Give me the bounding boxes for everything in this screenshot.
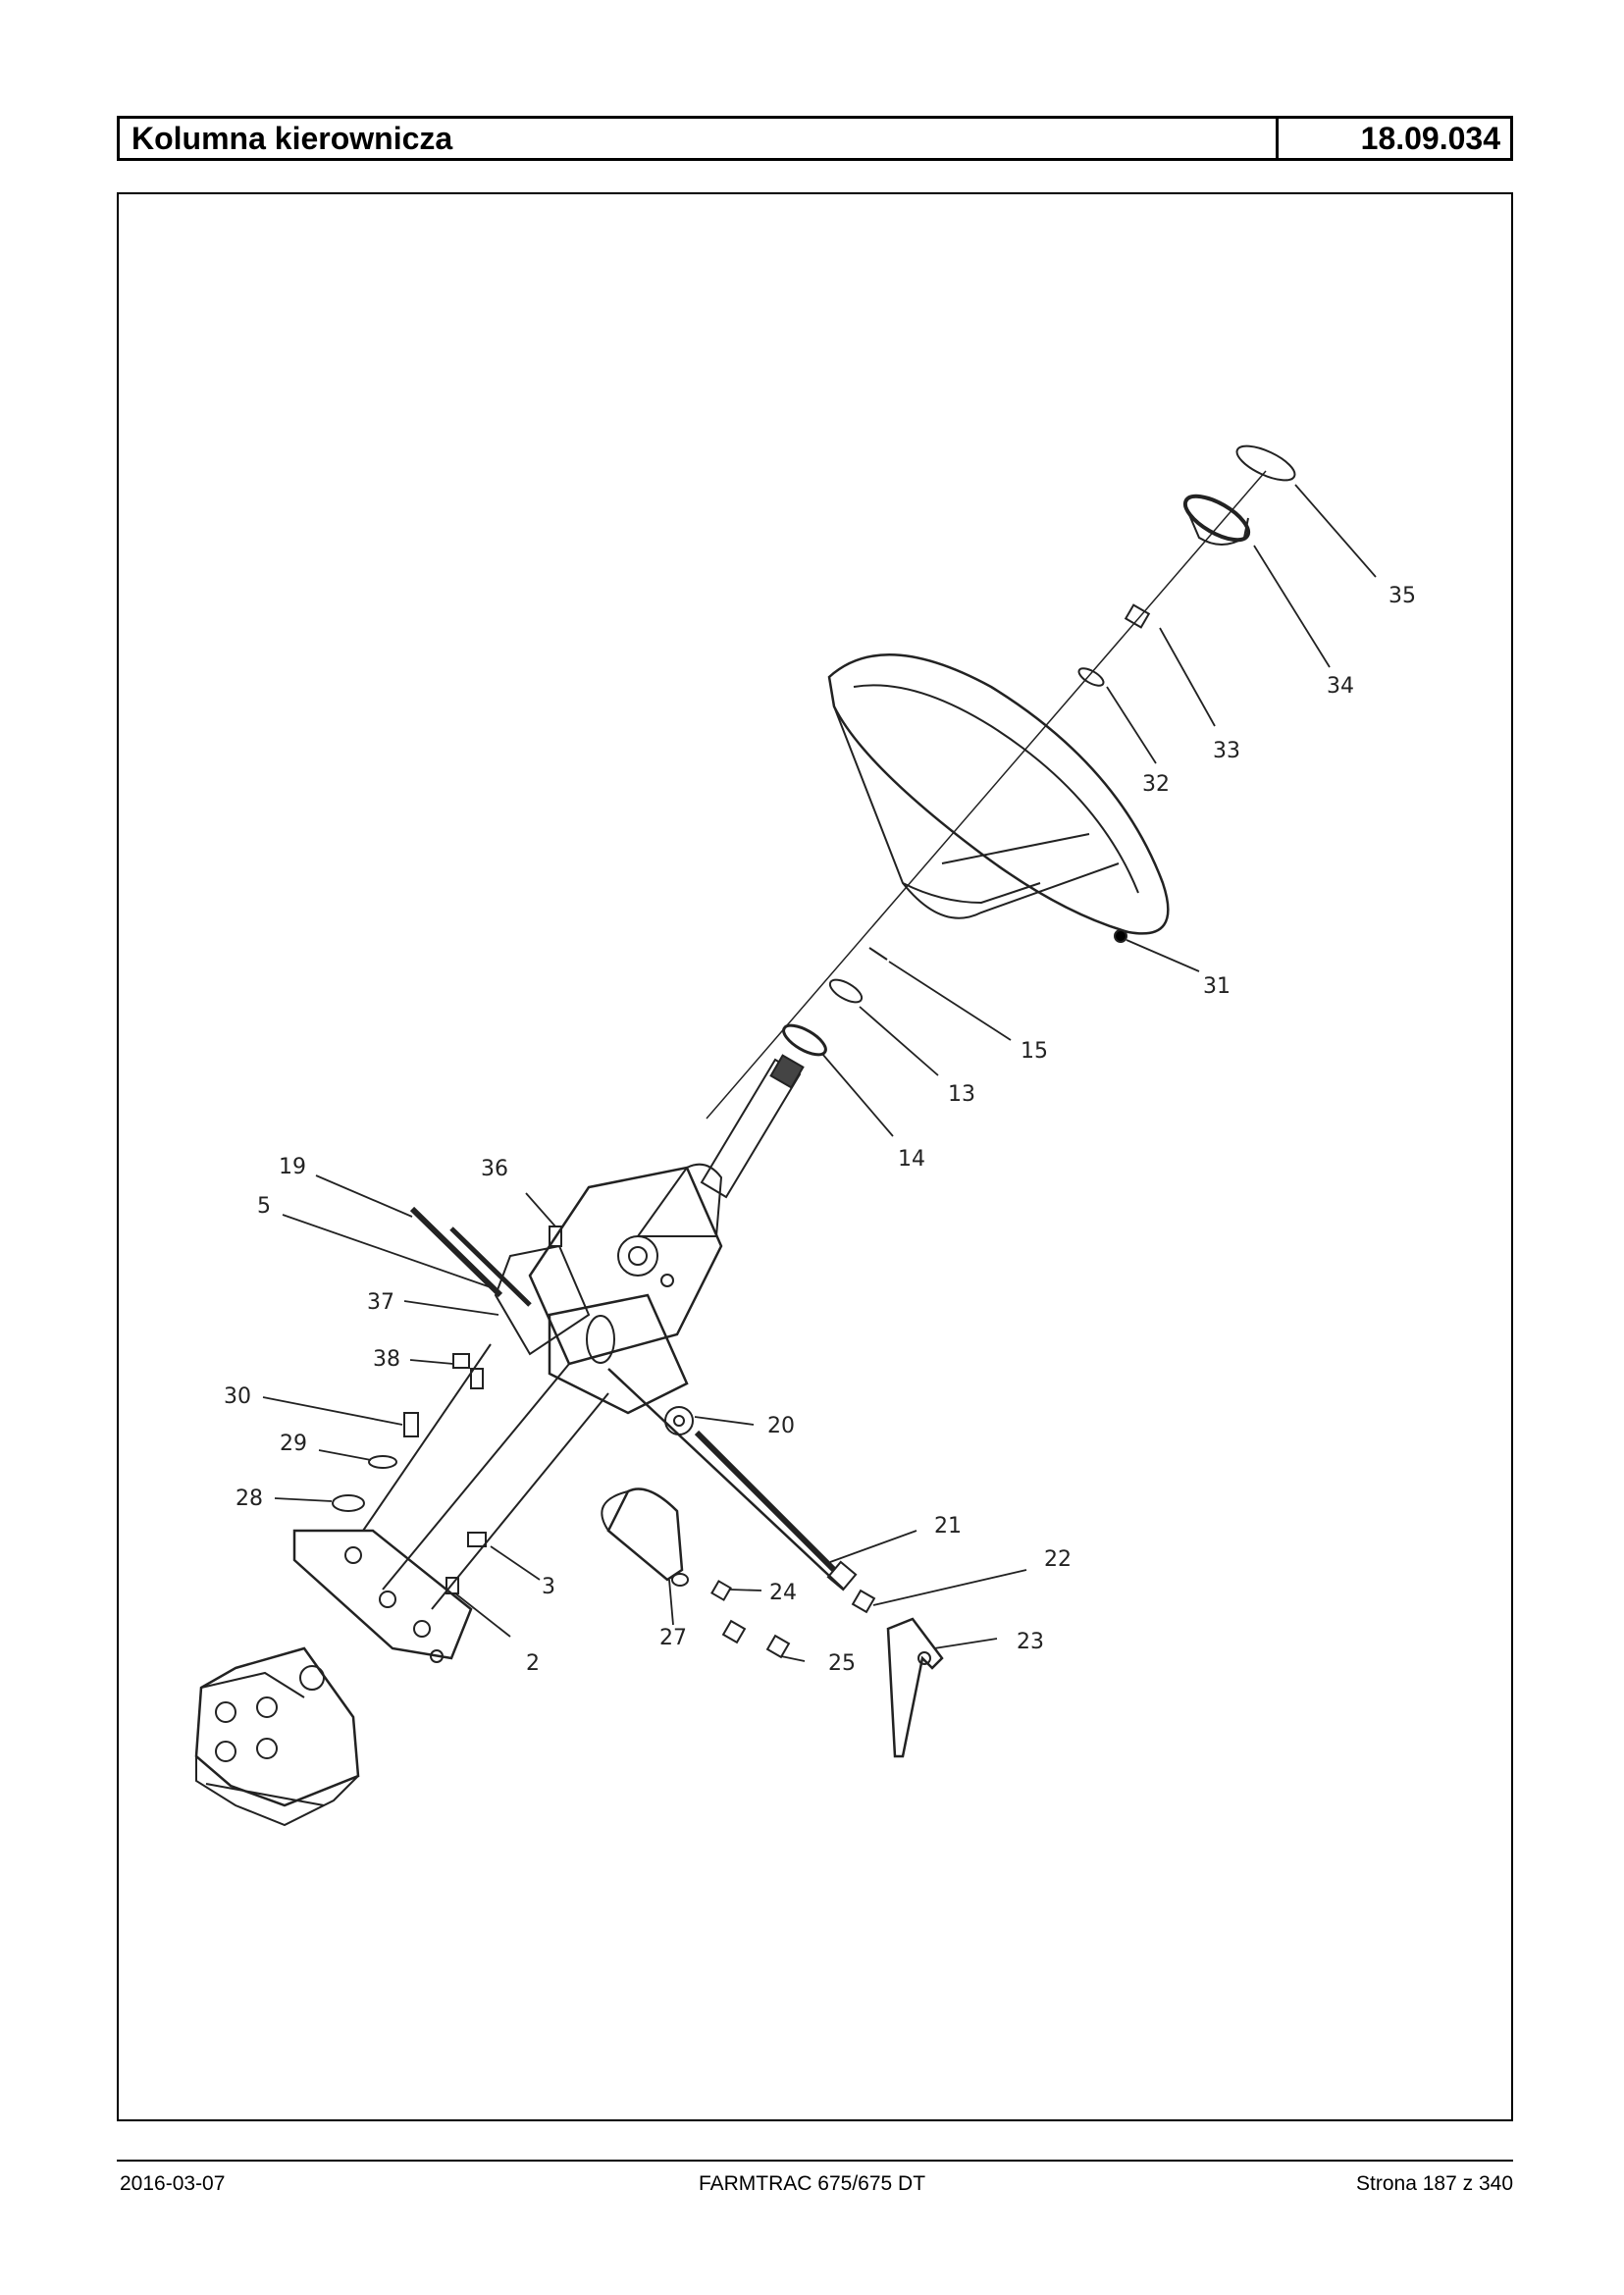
header-bar: Kolumna kierownicza 18.09.034 xyxy=(117,116,1513,161)
callout-21: 21 xyxy=(934,1514,962,1539)
callout-5: 5 xyxy=(257,1194,271,1219)
callout-15: 15 xyxy=(1021,1039,1048,1064)
callout-20: 20 xyxy=(767,1414,795,1438)
callout-23: 23 xyxy=(1017,1630,1044,1654)
callout-30: 30 xyxy=(224,1384,251,1409)
callout-25: 25 xyxy=(828,1651,856,1676)
callout-27: 27 xyxy=(659,1626,687,1650)
footer-page-number: Strona 187 z 340 xyxy=(1356,2172,1513,2195)
callout-3: 3 xyxy=(542,1575,555,1599)
callout-19: 19 xyxy=(279,1155,306,1179)
callout-31: 31 xyxy=(1203,974,1231,999)
callout-14: 14 xyxy=(898,1147,925,1172)
page-title: Kolumna kierownicza xyxy=(120,119,1279,158)
callout-37: 37 xyxy=(367,1290,394,1315)
callout-32: 32 xyxy=(1142,772,1170,797)
section-code: 18.09.034 xyxy=(1360,121,1500,156)
callout-29: 29 xyxy=(280,1432,307,1456)
callout-38: 38 xyxy=(373,1347,400,1372)
footer-date: 2016-03-07 xyxy=(120,2172,226,2195)
callout-22: 22 xyxy=(1044,1547,1072,1572)
footer-model: FARMTRAC 675/675 DT xyxy=(698,2172,926,2195)
footer-rule xyxy=(117,2160,1513,2162)
callout-35: 35 xyxy=(1388,584,1416,608)
callout-13: 13 xyxy=(948,1082,975,1107)
callout-28: 28 xyxy=(236,1487,263,1511)
callout-2: 2 xyxy=(526,1651,540,1676)
callout-33: 33 xyxy=(1213,739,1240,763)
callout-36: 36 xyxy=(481,1157,508,1181)
callout-34: 34 xyxy=(1327,674,1354,699)
drawing-frame xyxy=(117,192,1513,2121)
callout-24: 24 xyxy=(769,1581,797,1605)
